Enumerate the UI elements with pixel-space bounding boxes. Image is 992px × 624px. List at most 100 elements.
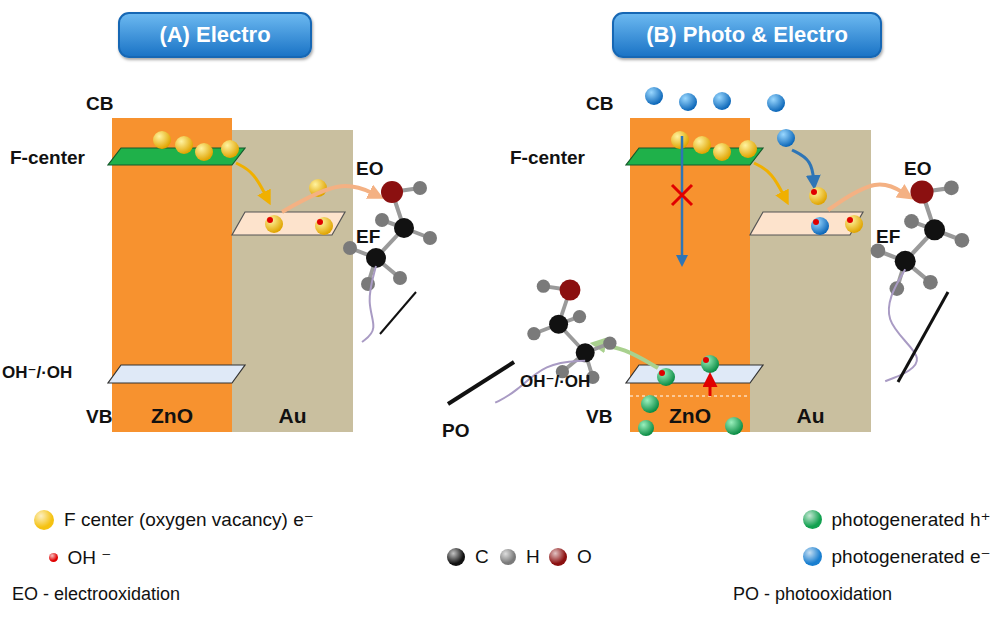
f-center-electron — [739, 140, 757, 158]
legend-swatch — [447, 548, 465, 566]
fermi-level — [750, 212, 863, 235]
band-label: EO — [356, 158, 383, 180]
legend-swatch — [500, 549, 516, 565]
au-band: Au — [750, 130, 871, 432]
fermi-electron — [811, 217, 829, 235]
surface-curve — [362, 266, 376, 342]
material-label: ZnO — [112, 404, 232, 428]
title-text: (A) Electro — [159, 22, 270, 48]
electrooxidation-arrow — [828, 185, 908, 210]
hydroxide-dot — [659, 370, 665, 376]
photo-hole — [657, 368, 675, 386]
zno-band: ZnO — [112, 118, 232, 432]
hydroxide-dot — [811, 189, 817, 195]
legend-entry: C — [446, 546, 489, 568]
ethanol-molecule — [527, 280, 616, 385]
f-center-electron — [221, 140, 239, 158]
photo-electron — [767, 94, 785, 112]
electrooxidation-arrow — [282, 186, 378, 212]
excitation-arrow — [709, 378, 712, 396]
legend-entry: O — [548, 546, 592, 568]
electrode-surface — [898, 292, 948, 382]
oh-level — [626, 365, 763, 383]
f-center-electron — [153, 131, 171, 149]
blocked-mark — [672, 185, 692, 205]
ethanol-molecule — [343, 181, 437, 291]
legend-swatch — [803, 510, 822, 529]
panel-title: (A) Electro — [118, 12, 312, 58]
hydroxide-dot — [703, 357, 709, 363]
photo-hole — [638, 420, 654, 436]
fermi-electron — [809, 187, 827, 205]
band-label: F-center — [510, 147, 585, 169]
material-label: Au — [750, 404, 871, 428]
legend-entry: photogenerated h⁺ — [802, 508, 991, 531]
band-label: VB — [586, 406, 612, 428]
recombination-arrow — [681, 136, 684, 262]
ethanol-molecule — [871, 180, 970, 296]
photo-electron — [713, 92, 731, 110]
zno-band: ZnO — [630, 118, 750, 432]
band-label: OH⁻/·OH — [520, 372, 590, 392]
transfer-arrow — [236, 163, 268, 200]
photo-electron — [777, 129, 795, 147]
legend-swatch — [549, 548, 567, 566]
hydroxide-dot — [317, 219, 323, 225]
band-label: CB — [86, 93, 113, 115]
legend-entry: OH ⁻ — [43, 546, 111, 569]
legend-swatch — [49, 553, 58, 562]
legend-swatch — [803, 547, 822, 566]
band-label: CB — [586, 93, 613, 115]
fermi-level — [232, 212, 345, 235]
band-label: VB — [86, 406, 112, 428]
electrode-surface — [448, 362, 514, 404]
band-label: EO — [904, 158, 931, 180]
fermi-electron — [265, 215, 283, 233]
legend-entry: H — [498, 546, 540, 568]
transfer-arrow — [792, 150, 814, 184]
f-center-electron — [195, 143, 213, 161]
photo-hole — [725, 417, 743, 435]
f-center-electron — [175, 136, 193, 154]
band-label: F-center — [10, 147, 85, 169]
legend-text: OH ⁻ — [68, 546, 112, 569]
f-center-electron — [671, 131, 689, 149]
hydroxide-dot — [847, 217, 853, 223]
band-fill — [232, 130, 353, 432]
f-center-electron — [713, 143, 731, 161]
f-center-electron — [693, 136, 711, 154]
legend-text: photogenerated h⁺ — [832, 508, 991, 531]
legend-entry: F center (oxygen vacancy) e⁻ — [34, 508, 314, 531]
band-fill — [750, 130, 871, 432]
legend-text: C — [475, 546, 489, 568]
oh-level — [108, 365, 245, 383]
band-label: OH⁻/·OH — [2, 363, 72, 383]
transfer-arrow — [754, 163, 786, 200]
photo-hole — [701, 355, 719, 373]
legend-swatch — [34, 510, 54, 530]
band-label: EF — [876, 226, 900, 248]
legend-text: photogenerated e⁻ — [832, 545, 991, 568]
fermi-electron — [315, 217, 333, 235]
material-label: Au — [232, 404, 353, 428]
electrode-surface — [380, 292, 416, 334]
hydroxide-dot — [267, 217, 273, 223]
band-label: PO — [442, 420, 469, 442]
abbreviation-note: EO - electrooxidation — [12, 584, 180, 605]
au-band: Au — [232, 130, 353, 432]
legend-entry: photogenerated e⁻ — [802, 545, 991, 568]
material-label: ZnO — [630, 404, 750, 428]
hydroxide-dot — [813, 219, 819, 225]
photo-electron — [645, 87, 663, 105]
fermi-electron — [845, 215, 863, 233]
legend-text: O — [577, 546, 592, 568]
photo-electron — [679, 93, 697, 111]
photo-hole — [641, 395, 659, 413]
panel-title: (B) Photo & Electro — [612, 12, 882, 58]
legend-text: F center (oxygen vacancy) e⁻ — [64, 508, 314, 531]
title-text: (B) Photo & Electro — [646, 22, 848, 48]
legend-text: H — [526, 546, 540, 568]
surface-curve — [885, 269, 917, 381]
